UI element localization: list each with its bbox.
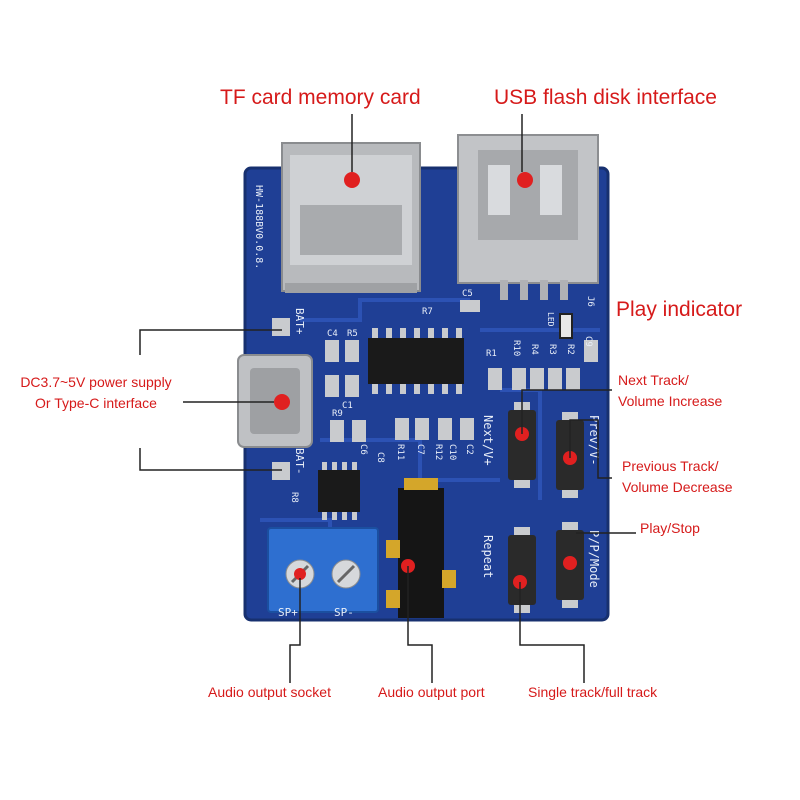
usb-port [457,134,599,300]
silk-repeat: Repeat [481,535,495,578]
smd-components [325,300,598,442]
label-play-indicator: Play indicator [616,298,743,321]
silk-bat-minus: BAT- [293,448,306,475]
main-ic [368,328,464,394]
label-tf-card: TF card memory card [220,86,421,109]
silk-r2: R2 [565,344,575,355]
play-indicator-led [559,313,573,339]
silk-r9: R9 [332,409,343,419]
silk-mode: P/P/Mode [587,530,601,588]
silk-r3: R3 [547,344,557,355]
label-prev-line1: Previous Track/ [622,458,719,474]
silk-next: Next/V+ [481,415,495,466]
label-next-line1: Next Track/ [618,372,689,388]
silk-r1: R1 [486,349,497,359]
audio-jack [386,478,456,618]
label-prev-line2: Volume Decrease [622,479,733,495]
silk-c4: C4 [327,329,338,339]
screw-terminal-marker [294,568,306,580]
label-play-stop: Play/Stop [640,520,700,536]
silk-r12: R12 [433,444,443,460]
silk-j6: J6 [585,296,595,307]
silk-r10: R10 [511,340,521,356]
button-play-stop[interactable] [556,522,584,608]
silk-c2: C2 [464,444,474,455]
label-audio-port: Audio output port [378,684,485,700]
screw-terminal [267,527,379,613]
silk-model: HW-188BV0.0.8. [253,185,264,269]
silk-c5: C5 [462,289,473,299]
silk-c1: C1 [342,401,353,411]
silk-c6: C6 [358,444,368,455]
silk-bat-plus: BAT+ [293,308,306,335]
bat-minus-pad [272,462,290,480]
silk-r5: R5 [347,329,358,339]
silk-r11: R11 [395,444,405,460]
label-usb: USB flash disk interface [494,86,717,109]
bat-plus-pad [272,318,290,336]
silk-led: LED [546,312,555,327]
tf-card-marker [344,172,360,188]
pcb-traces [260,298,600,600]
silk-c9: C9 [583,336,593,347]
silk-sp-minus: SP- [334,606,354,619]
label-power-line1: DC3.7~5V power supply [20,374,172,390]
silk-c10: C10 [447,444,457,460]
tf-card-slot [281,142,421,293]
label-power-line2: Or Type-C interface [35,395,157,411]
leader-lines [139,114,636,683]
silk-c8: C8 [375,452,385,463]
label-prev-track: Previous Track/ Volume Decrease [622,456,733,498]
silk-prev: Prev/V- [587,415,601,466]
label-audio-socket: Audio output socket [208,684,331,700]
button-repeat[interactable] [508,527,536,613]
label-next-line2: Volume Increase [618,393,723,409]
amp-ic [318,462,360,520]
silk-c7: C7 [415,444,425,455]
silk-r7: R7 [422,307,433,317]
label-next-track: Next Track/ Volume Increase [618,370,722,412]
label-single-track: Single track/full track [528,684,658,700]
silk-sp-plus: SP+ [278,606,298,619]
type-c-marker [274,394,290,410]
silk-r8: R8 [289,492,299,503]
usb-marker [517,172,533,188]
silk-r4: R4 [529,344,539,355]
label-power: DC3.7~5V power supply Or Type-C interfac… [7,372,185,414]
